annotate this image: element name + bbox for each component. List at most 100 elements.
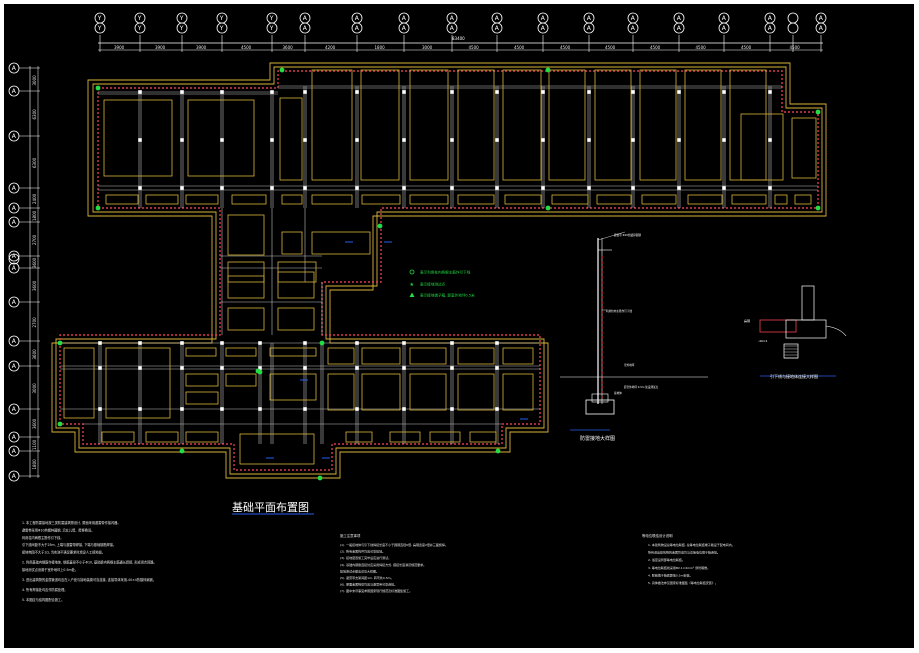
grid-bubble-top <box>583 12 595 24</box>
grid-bubble-top <box>94 12 106 24</box>
grid-bubble-top <box>537 12 549 24</box>
leader <box>597 231 626 241</box>
foundation-pad <box>281 231 303 255</box>
column-marker <box>495 90 499 94</box>
column-marker <box>180 90 184 94</box>
grid-bubble-left <box>8 403 20 415</box>
foundation-pad <box>345 431 373 443</box>
column-marker <box>303 341 307 345</box>
grid-bubble-left <box>8 470 20 482</box>
down-conductor-marker <box>815 205 821 211</box>
column-marker <box>768 138 772 142</box>
foundation-pad <box>327 373 355 411</box>
column-marker <box>495 407 499 411</box>
foundation-pad <box>791 117 817 179</box>
column-marker <box>258 407 262 411</box>
down-conductor-marker <box>57 421 63 427</box>
column-marker <box>355 90 359 94</box>
foundation-pad <box>311 194 353 205</box>
foundation-pad <box>361 373 401 411</box>
column-marker <box>402 366 406 370</box>
foundation-pad <box>409 347 447 365</box>
grid-bubble-left <box>8 85 20 97</box>
foundation-pad <box>281 194 303 205</box>
foundation-pad <box>469 431 497 443</box>
grid-bubble-top <box>134 22 146 34</box>
column-marker <box>220 366 224 370</box>
column-marker <box>631 138 635 142</box>
column-marker <box>180 366 184 370</box>
grid-bubble-top <box>787 12 799 24</box>
building-outline <box>51 62 827 479</box>
column-marker <box>450 407 454 411</box>
foundation-pad <box>794 194 812 205</box>
column-marker <box>303 90 307 94</box>
column-marker <box>138 407 142 411</box>
column-marker <box>631 186 635 190</box>
grid-bubble-top <box>537 22 549 34</box>
foundation-pad <box>185 347 217 357</box>
foundation-pad <box>551 194 589 205</box>
legend-star-icon: ★ <box>410 282 415 288</box>
down-conductor-marker <box>377 223 383 229</box>
column-marker <box>180 186 184 190</box>
foundation-pad <box>231 194 267 205</box>
grid-bubble-left <box>8 360 20 372</box>
grid-bubble-top <box>176 22 188 34</box>
foundation-pad <box>145 194 179 205</box>
foundation-pad <box>277 307 315 331</box>
column-marker <box>722 186 726 190</box>
foundation-pad <box>457 194 495 205</box>
down-conductor-marker <box>179 448 185 454</box>
column-marker <box>220 138 224 142</box>
grid-bubble-top <box>627 22 639 34</box>
foundation-pad <box>684 69 722 181</box>
foundation-pad <box>187 99 255 177</box>
foundation-pad <box>279 97 303 181</box>
down-conductor-marker <box>95 205 101 211</box>
grid-bubble-top <box>787 22 799 34</box>
column-marker <box>402 407 406 411</box>
foundation-pad <box>504 194 542 205</box>
grid-bubble-top <box>94 22 106 34</box>
column-marker <box>541 90 545 94</box>
down-conductor-marker <box>319 340 325 346</box>
foundation-pad <box>361 347 401 365</box>
grid-bubble-top <box>673 12 685 24</box>
grid-bubble-top <box>673 22 685 34</box>
foundation-pad <box>731 194 767 205</box>
column-marker <box>587 138 591 142</box>
down-conductor-marker <box>317 475 323 481</box>
foundation-pad <box>311 231 371 255</box>
column-marker <box>138 90 142 94</box>
column-marker <box>270 186 274 190</box>
foundation-pad <box>105 347 171 419</box>
column-marker <box>355 138 359 142</box>
column-marker <box>768 186 772 190</box>
grid-bubble-top <box>398 12 410 24</box>
building-outline-inner <box>55 66 823 475</box>
column-marker <box>355 341 359 345</box>
column-marker <box>355 186 359 190</box>
foundation-pad <box>101 431 135 443</box>
foundation-pad <box>457 69 495 181</box>
grid-bubble-top <box>216 22 228 34</box>
down-conductor-marker <box>255 368 261 374</box>
grid-bubble-left <box>8 431 20 443</box>
column-marker <box>495 138 499 142</box>
foundation-pad <box>105 194 139 205</box>
column-marker <box>270 138 274 142</box>
foundation-pad <box>409 69 449 181</box>
column-marker <box>138 341 142 345</box>
column-marker <box>180 138 184 142</box>
section-footing <box>585 399 615 415</box>
foundation-pad <box>63 347 95 419</box>
foundation-pad <box>227 261 265 283</box>
column-marker <box>450 366 454 370</box>
grid-bubble-top <box>627 12 639 24</box>
foundation-pad <box>596 194 632 205</box>
grid-bubble-top <box>491 22 503 34</box>
column-marker <box>180 341 184 345</box>
column-marker <box>402 138 406 142</box>
